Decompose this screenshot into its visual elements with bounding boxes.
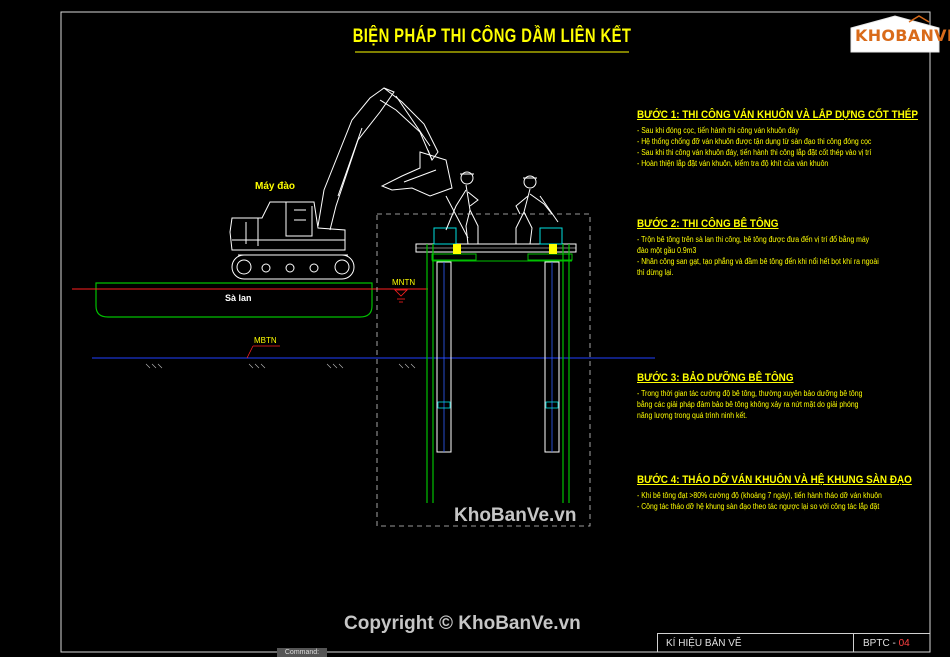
barge-hull bbox=[95, 282, 373, 318]
khobanve-logo bbox=[850, 15, 940, 53]
step-1: BƯỚC 1: THI CÔNG VÁN KHUÔN VÀ LẮP DỰNG C… bbox=[637, 109, 937, 169]
step-4-line: - Công tác tháo dỡ hệ khung sàn đạo theo… bbox=[637, 502, 880, 511]
step-2: BƯỚC 2: THI CÔNG BÊ TÔNG - Trộn bê tông … bbox=[637, 218, 937, 278]
command-tab[interactable]: Command: bbox=[277, 648, 327, 657]
step-2-heading: BƯỚC 2: THI CÔNG BÊ TÔNG bbox=[637, 218, 779, 230]
soil-hatch bbox=[145, 363, 416, 369]
piles bbox=[426, 244, 570, 503]
step-4-heading: BƯỚC 4: THÁO DỠ VÁN KHUÔN VÀ HỆ KHUNG SÀ… bbox=[637, 474, 912, 486]
step-1-line: - Sau khi thi công ván khuôn đáy, tiến h… bbox=[637, 148, 872, 157]
mbtn-marker bbox=[246, 345, 254, 359]
title-block-divider bbox=[853, 634, 854, 652]
step-4: BƯỚC 4: THÁO DỠ VÁN KHUÔN VÀ HỆ KHUNG SÀ… bbox=[637, 474, 937, 512]
step-1-line: - Hệ thống chống đỡ ván khuôn được tận d… bbox=[637, 137, 872, 146]
step-1-heading: BƯỚC 1: THI CÔNG VÁN KHUÔN VÀ LẮP DỰNG C… bbox=[637, 109, 919, 121]
step-2-line: thì dừng lại. bbox=[637, 268, 674, 277]
step-2-line: - Nhân công san gạt, tạo phẳng và đầm bê… bbox=[637, 257, 879, 266]
logo-text: KHOBANVE bbox=[855, 26, 950, 45]
mnth-label: MNTN bbox=[392, 278, 416, 287]
watermark-copyright: Copyright © KhoBanVe.vn bbox=[344, 613, 581, 634]
watermark-center: KhoBanVe.vn bbox=[454, 505, 577, 526]
mnth-marker bbox=[394, 289, 408, 297]
step-3-heading: BƯỚC 3: BẢO DƯỠNG BÊ TÔNG bbox=[637, 372, 794, 384]
page-title: BIỆN PHÁP THI CÔNG DẦM LIÊN KẾT bbox=[352, 26, 632, 47]
workers bbox=[445, 171, 559, 245]
step-3: BƯỚC 3: BẢO DƯỠNG BÊ TÔNG - Trong thời g… bbox=[637, 372, 937, 421]
step-1-line: - Hoàn thiện lắp đặt ván khuôn, kiểm tra… bbox=[637, 159, 829, 168]
drawing-number: 04 bbox=[898, 638, 910, 649]
step-2-line: - Trộn bê tông trên sà lan thi công, bê … bbox=[637, 235, 870, 244]
work-platform bbox=[415, 227, 577, 262]
title-block: KÍ HIỆU BẢN VẼ BPTC - 04 bbox=[657, 633, 930, 652]
step-4-line: - Khi bê tông đạt >80% cường độ (khoảng … bbox=[637, 491, 882, 500]
title-block-label: KÍ HIỆU BẢN VẼ bbox=[666, 638, 742, 649]
step-1-line: - Sau khi đóng cọc, tiến hành thi công v… bbox=[637, 126, 799, 135]
step-3-line: năng lượng trong quá trình ninh kết. bbox=[637, 411, 748, 420]
step-3-line: bằng các giải pháp đảm bảo bê tông không… bbox=[637, 400, 859, 409]
step-3-line: - Trong thời gian tác cường độ bê tông, … bbox=[637, 389, 863, 398]
drawing-code-prefix: BPTC - bbox=[863, 638, 899, 649]
excavator-label: Máy đào bbox=[255, 181, 296, 192]
mbtn-label: MBTN bbox=[254, 336, 277, 345]
drawing-code: BPTC - 04 bbox=[863, 638, 910, 649]
barge-label: Sà lan bbox=[225, 293, 252, 303]
excavator-drawing bbox=[229, 87, 453, 280]
sheet-border bbox=[60, 11, 931, 653]
scaffold-boundary bbox=[376, 213, 591, 527]
step-2-line: đào một gầu 0.9m3 bbox=[637, 246, 697, 255]
